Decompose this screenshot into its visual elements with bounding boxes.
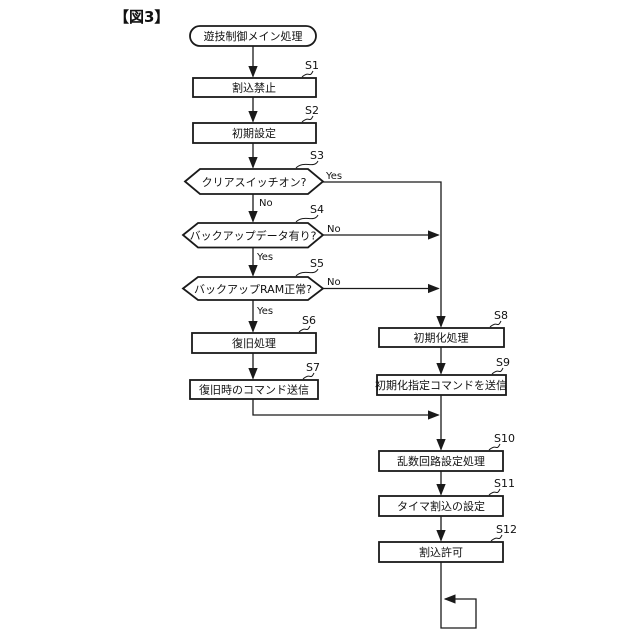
s11-id: S11 (494, 477, 515, 490)
s5-hexagon (181, 276, 325, 301)
s12-id: S12 (496, 523, 517, 536)
s8-box (378, 327, 505, 348)
s12-leader-squiggle (490, 534, 503, 542)
s7-box (189, 379, 319, 400)
start-terminal-shape (189, 25, 317, 47)
s6-label: 復旧処理 (232, 337, 276, 350)
s1-leader-squiggle (301, 70, 314, 78)
s7-id: S7 (306, 361, 320, 374)
s8-id: S8 (494, 309, 508, 322)
s2-id: S2 (305, 104, 319, 117)
s10-box (378, 450, 504, 472)
branch-labels: Yes No No Yes No Yes (256, 171, 342, 317)
start-node: 遊技制御メイン処理 (189, 25, 317, 47)
s9-box (376, 374, 507, 396)
s11-label: タイマ割込の設定 (397, 499, 485, 513)
step-s1: 割込禁止 S1 (192, 59, 319, 98)
connector-s12-loop-back (440, 562, 477, 629)
s3-leader-squiggle (295, 160, 319, 169)
step-s8: 初期化処理 S8 (378, 309, 508, 348)
s2-label: 初期設定 (232, 126, 276, 140)
step-s10: 乱数回路設定処理 S10 (378, 432, 515, 472)
step-s12: 割込許可 S12 (378, 523, 517, 563)
step-s11: タイマ割込の設定 S11 (378, 477, 515, 517)
s7-leader-squiggle (302, 372, 315, 380)
s4-label: バックアップデータ有り? (190, 229, 317, 243)
figure-label: 【図3】 (114, 8, 169, 26)
s2-leader-squiggle (301, 115, 314, 123)
s11-leader-squiggle (488, 488, 501, 496)
s6-leader-squiggle (298, 325, 311, 333)
step-s4: バックアップデータ有り? S4 (181, 203, 325, 249)
s10-leader-squiggle (488, 443, 501, 451)
s5-id: S5 (310, 257, 324, 270)
start-terminal-label: 遊技制御メイン処理 (204, 29, 303, 43)
step-s7: 復旧時のコマンド送信 S7 (189, 361, 320, 400)
s5-label: バックアップRAM正常? (194, 283, 312, 296)
step-s3: クリアスイッチオン? S3 (183, 149, 325, 195)
s8-label: 初期化処理 (414, 331, 469, 345)
connectors (248, 46, 477, 629)
s2-box (192, 122, 317, 144)
s12-label: 割込許可 (419, 545, 463, 559)
s1-label: 割込禁止 (232, 81, 276, 95)
s1-box (192, 77, 317, 98)
s3-hexagon (183, 168, 325, 195)
s11-box (378, 495, 504, 517)
s4-no-label: No (327, 224, 341, 235)
s5-no-label: No (327, 277, 341, 288)
connector-s7-to-main-line (252, 399, 440, 420)
s9-id: S9 (496, 356, 510, 369)
s4-leader-squiggle (295, 214, 319, 223)
s3-id: S3 (310, 149, 324, 162)
s3-yes-label: Yes (325, 171, 342, 182)
step-s2: 初期設定 S2 (192, 104, 319, 144)
s6-id: S6 (302, 314, 316, 327)
s4-yes-label: Yes (256, 252, 273, 263)
s3-no-label: No (259, 198, 273, 209)
s5-yes-label: Yes (256, 306, 273, 317)
s1-id: S1 (305, 59, 319, 72)
s9-leader-squiggle (491, 367, 504, 375)
s8-leader-squiggle (489, 320, 502, 328)
step-s5: バックアップRAM正常? S5 (181, 257, 325, 301)
s6-box (191, 332, 317, 354)
step-s6: 復旧処理 S6 (191, 314, 317, 354)
connector-s3-yes-to-s8 (323, 181, 446, 328)
s9-label: 初期化指定コマンドを送信 (375, 378, 507, 392)
s5-leader-squiggle (295, 268, 319, 277)
s12-box (378, 541, 504, 563)
step-s9: 初期化指定コマンドを送信 S9 (375, 356, 510, 396)
s10-id: S10 (494, 432, 515, 445)
s7-label: 復旧時のコマンド送信 (199, 383, 309, 397)
s4-hexagon (181, 222, 325, 249)
s4-id: S4 (310, 203, 324, 216)
s10-label: 乱数回路設定処理 (397, 454, 485, 468)
s3-label: クリアスイッチオン? (202, 176, 307, 189)
